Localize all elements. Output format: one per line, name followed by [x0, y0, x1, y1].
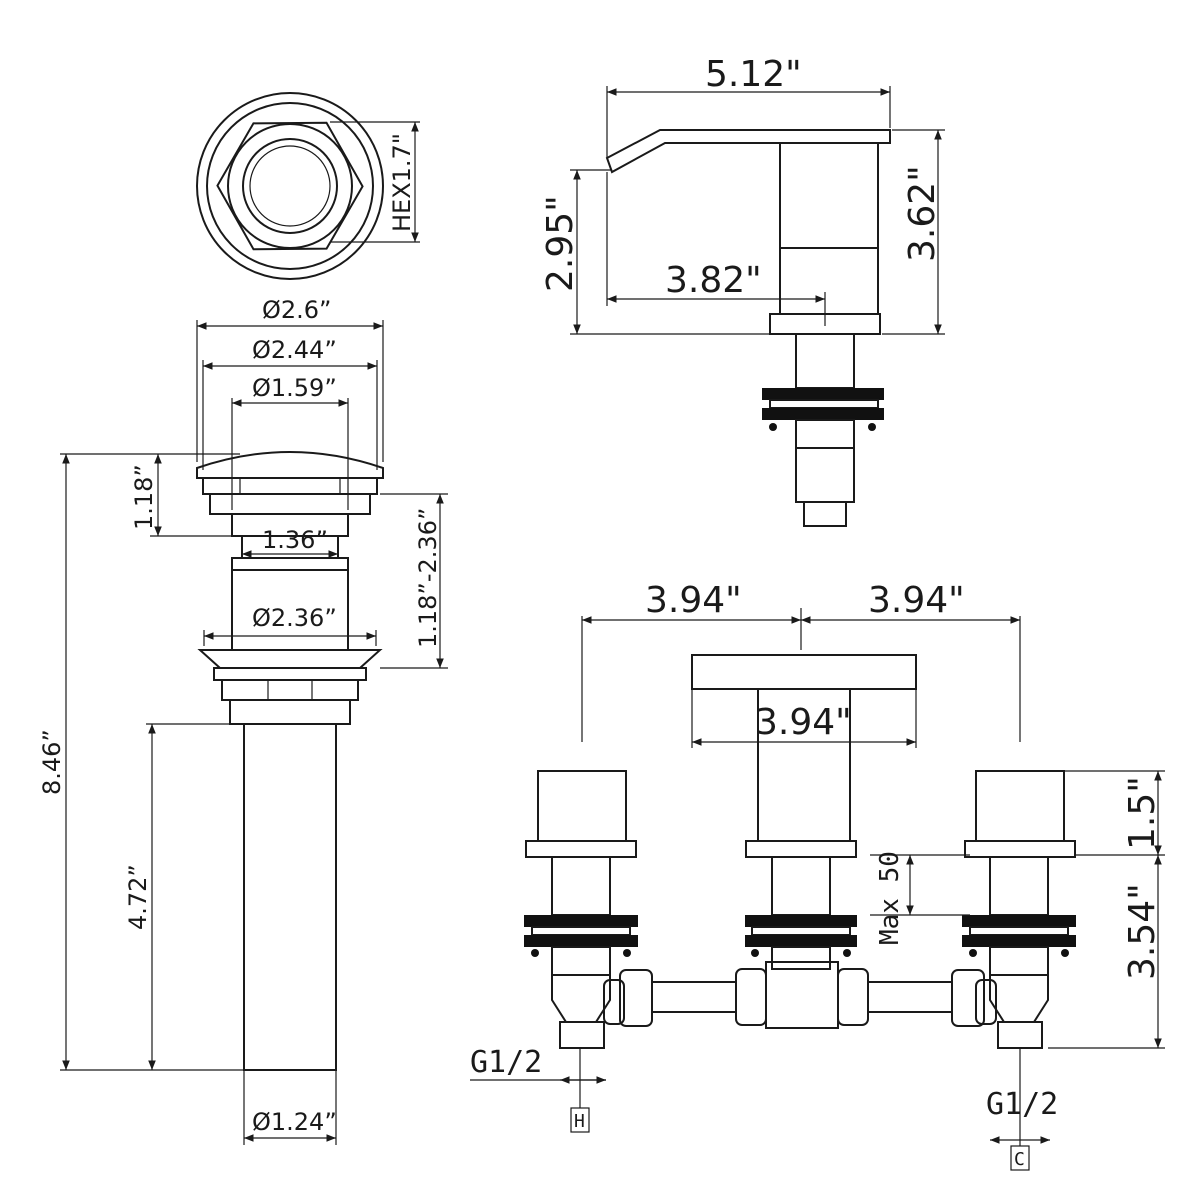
drain-top-view: HEX1.7"	[196, 92, 420, 280]
max-deck-thickness-label: Max 50	[875, 851, 905, 945]
drain-adjust-range-label: 1.18”-2.36”	[414, 508, 442, 648]
spout-total-height-label: 3.62"	[902, 165, 943, 262]
spout-outlet-height-label: 2.95"	[540, 195, 581, 292]
spout-width-label: 5.12"	[705, 54, 802, 95]
drain-pipe-diameter-label: Ø1.24”	[252, 1108, 337, 1136]
drain-cap-diameter-label: Ø1.59”	[252, 374, 337, 402]
drain-cap-height-label: 1.18”	[130, 464, 158, 530]
hex-size-label: HEX1.7"	[388, 133, 416, 232]
cold-inlet-mark: C	[1014, 1149, 1025, 1170]
drain-flange-diameter-label: Ø2.36”	[252, 604, 337, 632]
spout-reach-label: 3.82"	[665, 260, 762, 301]
drain-neck-width-label: 1.36”	[262, 526, 328, 554]
drain-side-view: Ø2.6” Ø2.44” Ø1.59” 1.18” 1.36” 1.18”-2.…	[38, 296, 448, 1145]
right-spacing-label: 3.94"	[868, 580, 965, 621]
hot-inlet-mark: H	[574, 1111, 585, 1132]
spout-top-width-label: 3.94"	[755, 702, 852, 743]
cold-inlet-thread-label: G1/2	[986, 1087, 1058, 1122]
drain-outer-diameter-label: Ø2.6”	[262, 296, 332, 324]
hot-inlet-thread-label: G1/2	[470, 1045, 542, 1080]
handle-height-label: 1.5"	[1122, 776, 1163, 850]
left-spacing-label: 3.94"	[645, 580, 742, 621]
shank-height-label: 3.54"	[1122, 883, 1163, 980]
drain-total-height-label: 8.46”	[38, 729, 66, 795]
spout-side-view: 5.12" 3.62" 2.95" 3.82"	[540, 54, 945, 527]
drain-pipe-length-label: 4.72”	[124, 864, 152, 930]
drain-inner-diameter-label: Ø2.44”	[252, 336, 337, 364]
faucet-set-front-view: 3.94" 3.94" 3.94" 1.5" 3.54" Max 50 G1/2…	[470, 580, 1165, 1171]
